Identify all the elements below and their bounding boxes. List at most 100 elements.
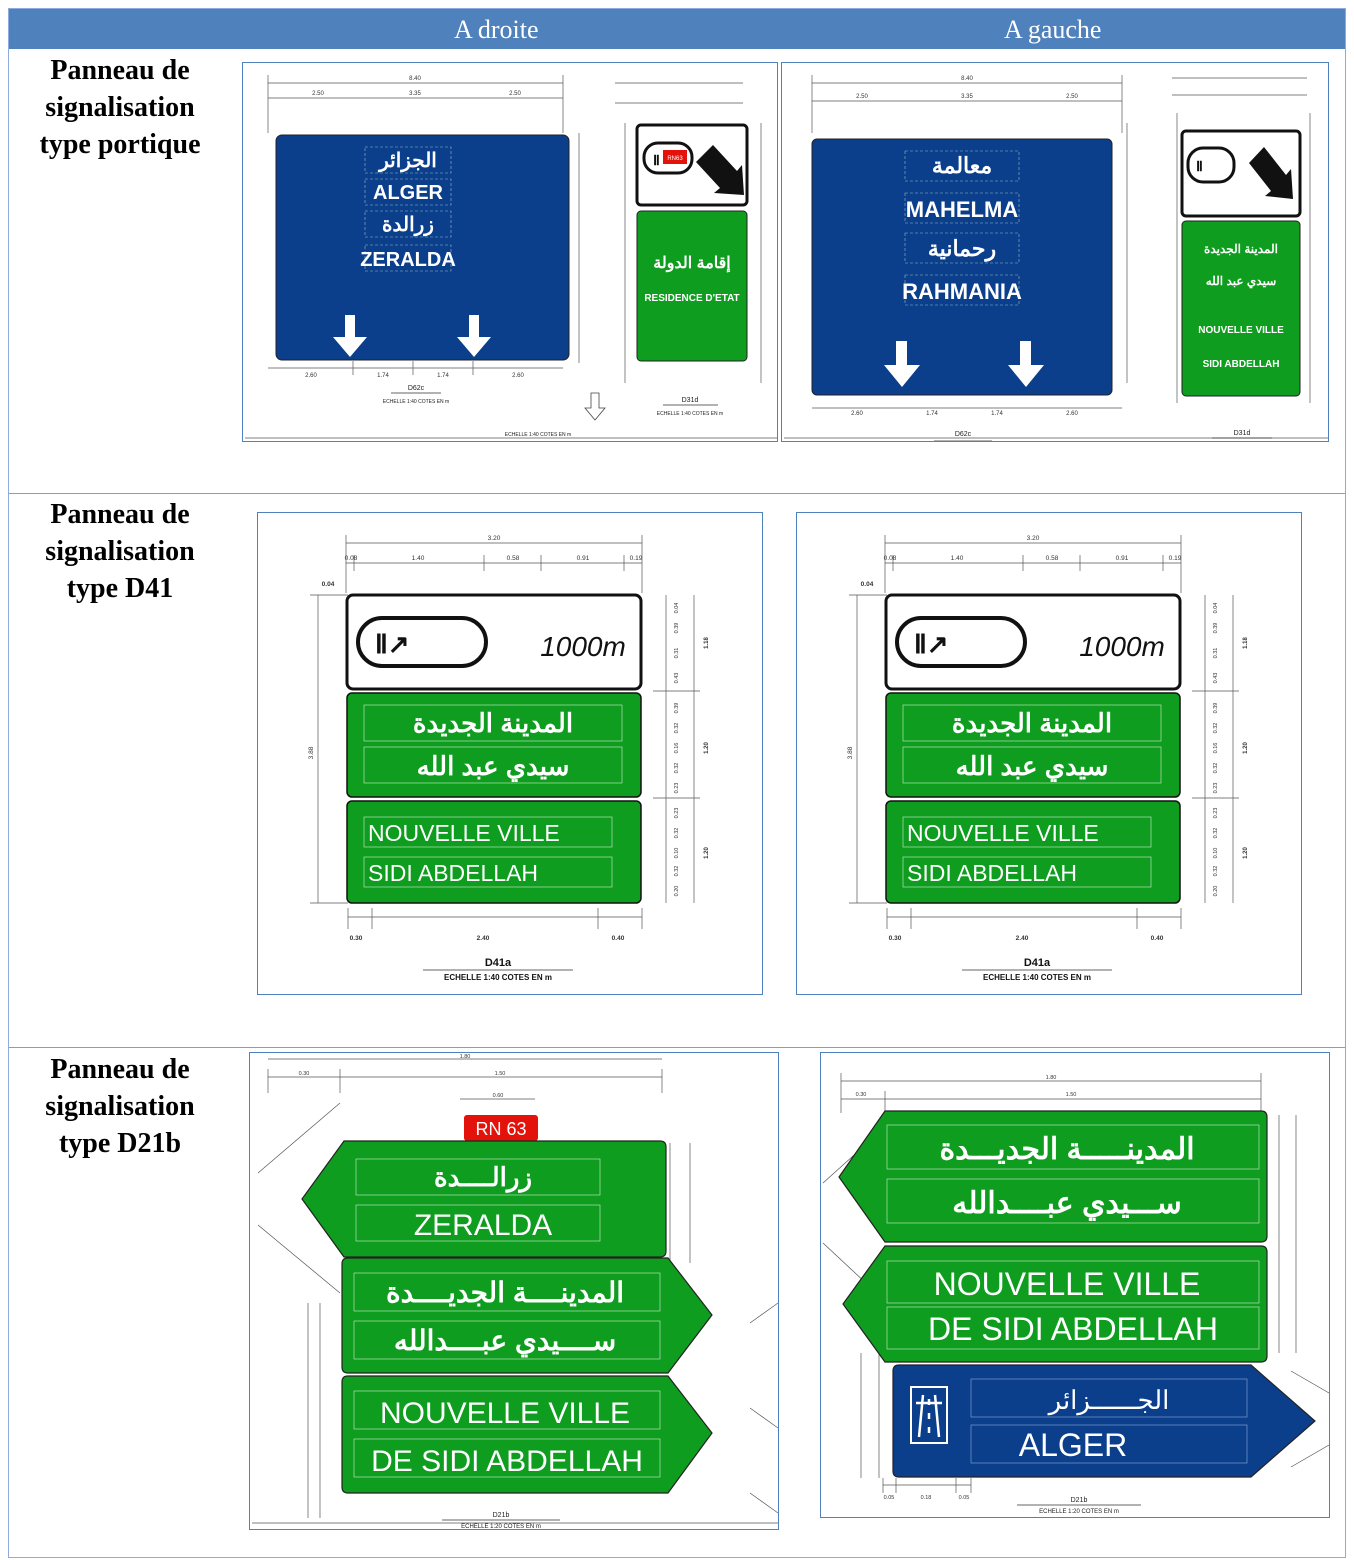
- dim-bottom: 0.18: [921, 1495, 932, 1501]
- dim-bottom: 1.74: [437, 373, 449, 379]
- dim-top: 2.50: [312, 91, 324, 97]
- sign-line: NOUVELLE VILLE: [907, 820, 1099, 846]
- row-label-line: signalisation: [45, 536, 195, 567]
- column-header-left: A gauche: [1004, 15, 1102, 44]
- table-header: A droite A gauche: [9, 9, 1345, 49]
- sign-line: المدينـــــة الجديـــدة: [939, 1133, 1194, 1166]
- dim-right-outer: 1.18: [704, 637, 710, 649]
- row-label-line: signalisation: [45, 1091, 195, 1122]
- down-arrow-icon: [884, 341, 1044, 387]
- dim-bottom: 0.30: [350, 935, 363, 942]
- green-panel-line: SIDI ABDELLAH: [1203, 359, 1280, 370]
- sign-line: ZERALDA: [414, 1209, 552, 1242]
- d41-green-panel-arabic: [885, 692, 1181, 798]
- row-label-line: signalisation: [45, 92, 195, 123]
- row-label-line: Panneau de: [50, 55, 190, 86]
- dim-top: 1.40: [951, 555, 964, 562]
- signage-comparison-table: A droite A gauche Panneau de signalisati…: [8, 8, 1346, 1558]
- d31-green-panel: [1181, 220, 1301, 397]
- dim-right: 0.32: [674, 866, 680, 877]
- row-divider: [9, 1047, 1345, 1048]
- green-panel-line: المدينة الجديدة: [1204, 242, 1278, 256]
- dim-right-outer: 1.20: [1243, 742, 1249, 754]
- sign-line: سيدي عبد الله: [956, 751, 1109, 782]
- dim-top: 1.50: [495, 1071, 506, 1077]
- dim-right: 0.04: [1213, 603, 1219, 614]
- dim-top: 2.50: [509, 91, 521, 97]
- d21b-sign-left-pointing: [842, 1245, 1268, 1363]
- dim-total: 8.40: [961, 76, 973, 82]
- caption-main: D62c: [955, 431, 972, 438]
- drawing-d21b-left: 1.80 0.30 1.50 0.05 0.18 0.05 المدينــــ…: [820, 1052, 1330, 1518]
- diagonal-arrow-icon: [696, 145, 744, 195]
- route-badge-outline: [895, 616, 1027, 668]
- road-number-icon: Ⅱ: [653, 152, 660, 168]
- route-badge-outline: [356, 616, 488, 668]
- dim-bottom: 2.60: [1066, 411, 1078, 417]
- dim-top: 2.50: [856, 94, 868, 100]
- route-badge-outline: [1186, 146, 1236, 184]
- sign-line: سيدي عبد الله: [417, 751, 570, 782]
- d41-green-panel-arabic: [346, 692, 642, 798]
- drawing-portique-right: 8.40 2.50 3.35 2.50 2.60 1.74 1.74 2.60 …: [242, 62, 778, 442]
- d21b-left-drawing: 1.80 0.30 1.50 0.05 0.18 0.05 المدينــــ…: [822, 1073, 1329, 1515]
- dim-bottom: 2.60: [512, 373, 524, 379]
- dim-top: 0.60: [493, 1093, 504, 1099]
- sign-line: ALGER: [1019, 1427, 1127, 1463]
- row-divider: [9, 493, 1345, 494]
- green-panel-line: سيدي عبد الله: [1206, 274, 1277, 289]
- dim-total: 8.40: [409, 76, 421, 82]
- scale-side: ECHELLE 1:40 COTES EN m: [657, 411, 723, 417]
- dim-top: 1.80: [460, 1054, 471, 1060]
- d41-left-drawing: 3.20 0.08 1.40 0.58 0.91 0.19 0.04 0.30 …: [847, 535, 1249, 982]
- caption: D41a: [485, 957, 512, 969]
- dim-right: 0.43: [674, 673, 680, 684]
- dim-right: 0.43: [1213, 673, 1219, 684]
- green-panel-arabic: إقامة الدولة: [653, 255, 730, 273]
- dim-right: 0.32: [674, 763, 680, 774]
- d41-green-panel-french: [885, 800, 1181, 904]
- sign-line: NOUVELLE VILLE: [380, 1397, 630, 1430]
- dim-top: 2.50: [1066, 94, 1078, 100]
- sign-line: RAHMANIA: [902, 279, 1022, 304]
- dim-right: 0.04: [674, 603, 680, 614]
- dim-top: 0.19: [1169, 555, 1182, 562]
- d41-green-panel-french: [346, 800, 642, 904]
- dim-top: 0.58: [507, 555, 520, 562]
- dim-height: 3.88: [847, 746, 854, 759]
- scale-main: ECHELLE 1:40 COTES EN m: [383, 399, 449, 405]
- sign-line: المدينة الجديدة: [413, 708, 573, 738]
- dim-right: 0.32: [1213, 828, 1219, 839]
- caption: D21b: [493, 1512, 510, 1519]
- row-label-line: Panneau de: [50, 499, 190, 530]
- d21b-sign-left-pointing: [301, 1140, 667, 1258]
- sign-line: الجزائر: [377, 150, 437, 173]
- dim-right: 0.39: [674, 703, 680, 714]
- scale-bottom: ECHELLE 1:40 COTES EN m: [505, 432, 571, 438]
- dim-top: 0.19: [630, 555, 643, 562]
- row-label-d21b: Panneau de signalisation type D21b: [17, 1051, 223, 1162]
- dim-top: 1.50: [1066, 1092, 1077, 1098]
- dim-top: 1.80: [1046, 1075, 1057, 1081]
- dim-top: 0.30: [856, 1092, 867, 1098]
- caption-side: D31d: [682, 397, 699, 404]
- road-number-icon: Ⅱ↗: [914, 629, 949, 659]
- dim-bottom: 1.74: [926, 411, 938, 417]
- sign-line: MAHELMA: [906, 197, 1019, 222]
- dim-bottom: 2.40: [477, 935, 490, 942]
- dim-bottom: 2.60: [851, 411, 863, 417]
- sign-line: DE SIDI ABDELLAH: [371, 1445, 643, 1478]
- dim-bottom: 2.60: [305, 373, 317, 379]
- motorway-icon: [910, 1386, 948, 1444]
- dim-right-outer: 1.20: [704, 847, 710, 859]
- dim-right: 0.23: [1213, 808, 1219, 819]
- sign-line: المدينــــة الجديــــدة: [386, 1277, 624, 1308]
- dim-small: 0.04: [861, 581, 874, 588]
- dim-right: 0.31: [674, 648, 680, 659]
- dim-right: 0.39: [1213, 703, 1219, 714]
- sign-line: NOUVELLE VILLE: [934, 1266, 1201, 1302]
- dim-bottom: 0.30: [889, 935, 902, 942]
- row-label-line: type portique: [39, 129, 201, 160]
- sign-line: معالمة: [932, 153, 992, 178]
- dim-right: 0.16: [1213, 743, 1219, 754]
